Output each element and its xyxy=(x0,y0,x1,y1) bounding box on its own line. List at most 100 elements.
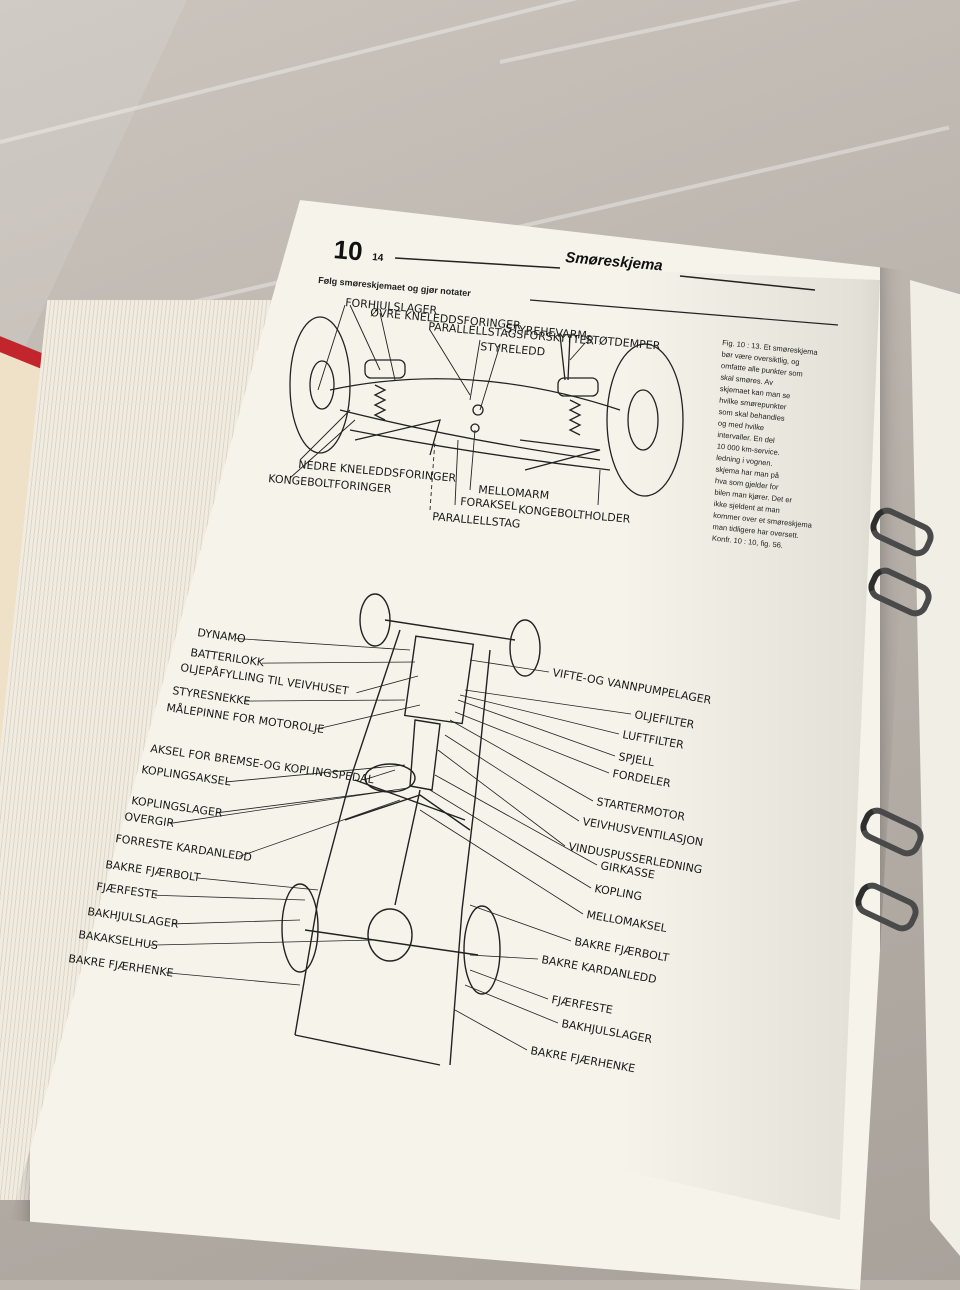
leader-line xyxy=(236,638,411,651)
chassis-right-label: KOPLING xyxy=(593,882,643,903)
leader-line xyxy=(225,764,406,783)
chassis-right-leaders xyxy=(419,659,632,1051)
chassis-front-left-wheel xyxy=(359,593,391,647)
chassis-right-label: VEIVHUSVENTILASJON xyxy=(581,815,704,849)
lower-arm-left xyxy=(354,419,441,456)
chassis-right-label: VIFTE-OG VANNPUMPELAGER xyxy=(551,666,712,707)
track-rod xyxy=(349,429,611,471)
leader-line xyxy=(464,689,632,715)
chassis-right-label: LUFTFILTER xyxy=(621,728,685,752)
gearbox xyxy=(409,719,441,791)
top-diagram-labels: FORHJULSLAGER ØVRE KNELEDDSFORINGER PARA… xyxy=(268,296,661,531)
label-stotdemper: STØTDEMPER xyxy=(585,333,661,353)
label-parallellstag: PARALLELLSTAG xyxy=(432,510,521,531)
right-wheel-hub xyxy=(627,389,659,451)
leader-line xyxy=(166,972,301,986)
leader-line xyxy=(365,769,396,780)
leader-line xyxy=(243,699,406,702)
leader-line xyxy=(196,877,319,891)
chassis-left-label: OVERGIR xyxy=(124,810,176,830)
chassis-left-label: BAKRE FJÆRBOLT xyxy=(105,858,202,884)
leader-line xyxy=(454,1009,528,1051)
chassis-left-label: BAKHJULSLAGER xyxy=(87,905,180,931)
leader-line xyxy=(469,969,549,1000)
leader-line xyxy=(261,661,416,664)
chassis-front-right-wheel xyxy=(509,619,541,677)
steering-joint xyxy=(472,404,484,416)
leader-line xyxy=(419,809,584,915)
left-frame-rail xyxy=(294,629,401,1036)
rear-frame-end xyxy=(294,1034,441,1066)
leader-line xyxy=(464,984,559,1024)
chassis-right-label: OLJEFILTER xyxy=(633,708,695,731)
chassis-left-label: KOPLINGSAKSEL xyxy=(141,763,233,789)
chassis-rear-left-wheel xyxy=(281,883,319,973)
propeller-shaft xyxy=(394,789,421,906)
leader-line xyxy=(469,659,550,673)
chassis-left-label: BAKAKSELHUS xyxy=(78,928,159,952)
subtitle-rule xyxy=(529,299,839,326)
leader-line xyxy=(316,704,421,730)
leader-line xyxy=(215,789,396,814)
header-rule-right xyxy=(679,275,816,291)
shock-absorber xyxy=(559,334,571,381)
front-axle-beam xyxy=(329,378,621,411)
chassis-left-label: BAKRE FJÆRHENKE xyxy=(68,952,175,980)
chassis-left-label: FORRESTE KARDANLEDD xyxy=(115,832,253,864)
x-brace xyxy=(344,794,471,831)
label-styreledd: STYRELEDD xyxy=(480,340,546,359)
front-crossmember xyxy=(384,619,516,641)
header-rule xyxy=(394,257,561,269)
lower-control-arm xyxy=(339,409,601,461)
leader-line xyxy=(454,711,610,774)
lower-arm-right xyxy=(519,439,601,471)
page-suffix: 14 xyxy=(372,252,384,264)
chassis-right-label: SPJELL xyxy=(617,750,656,769)
page-subtitle: Følg smøreskjemaet og gjør notater xyxy=(318,275,472,298)
rear-axle xyxy=(304,929,479,956)
right-frame-rail xyxy=(449,649,491,1066)
right-front-wheel xyxy=(606,343,684,497)
section-title: Smøreskjema xyxy=(565,249,664,274)
left-coil-spring xyxy=(373,384,387,421)
differential xyxy=(367,908,413,962)
chassis-right-label: BAKHJULSLAGER xyxy=(560,1017,653,1046)
chassis-right-label: MELLOMAKSEL xyxy=(585,908,668,935)
chassis-right-label: FORDELER xyxy=(611,767,671,790)
chassis-left-leaders xyxy=(149,638,421,986)
leader-line xyxy=(449,719,594,802)
chassis-diagram xyxy=(281,593,541,1066)
chapter-number: 10 xyxy=(332,234,363,266)
leader-line xyxy=(459,694,620,735)
right-coil-spring xyxy=(568,399,582,436)
chassis-rear-right-wheel xyxy=(463,905,501,995)
front-suspension-diagram xyxy=(289,316,684,497)
leader-line xyxy=(356,675,419,694)
right-spring-seat xyxy=(557,377,599,397)
leader-line xyxy=(171,919,301,925)
leader-line xyxy=(239,799,401,857)
leader-line xyxy=(429,789,592,889)
leader-line xyxy=(437,749,566,847)
leader-line xyxy=(169,787,409,824)
label-kongeboltholder: KONGEBOLTHOLDER xyxy=(518,503,631,526)
left-front-wheel xyxy=(289,316,351,454)
label-foraksel: FORAKSEL xyxy=(460,495,519,513)
chassis-right-label: BAKRE FJÆRHENKE xyxy=(529,1044,636,1075)
chassis-left-label: DYNAMO xyxy=(197,626,247,646)
leader-line xyxy=(469,954,539,960)
top-leader-lines xyxy=(289,304,601,511)
leader-line xyxy=(434,774,598,866)
chassis-right-labels: VIFTE-OG VANNPUMPELAGEROLJEFILTERLUFTFIL… xyxy=(529,666,712,1075)
left-wheel-hub xyxy=(309,360,335,410)
leader-line xyxy=(457,699,616,757)
chassis-right-label: FJÆRFESTE xyxy=(550,993,613,1017)
engine-block xyxy=(403,635,475,725)
left-spring-seat xyxy=(364,359,406,379)
label-mellomarm: MELLOMARM xyxy=(478,483,550,502)
chassis-left-label: FJÆRFESTE xyxy=(96,880,159,901)
